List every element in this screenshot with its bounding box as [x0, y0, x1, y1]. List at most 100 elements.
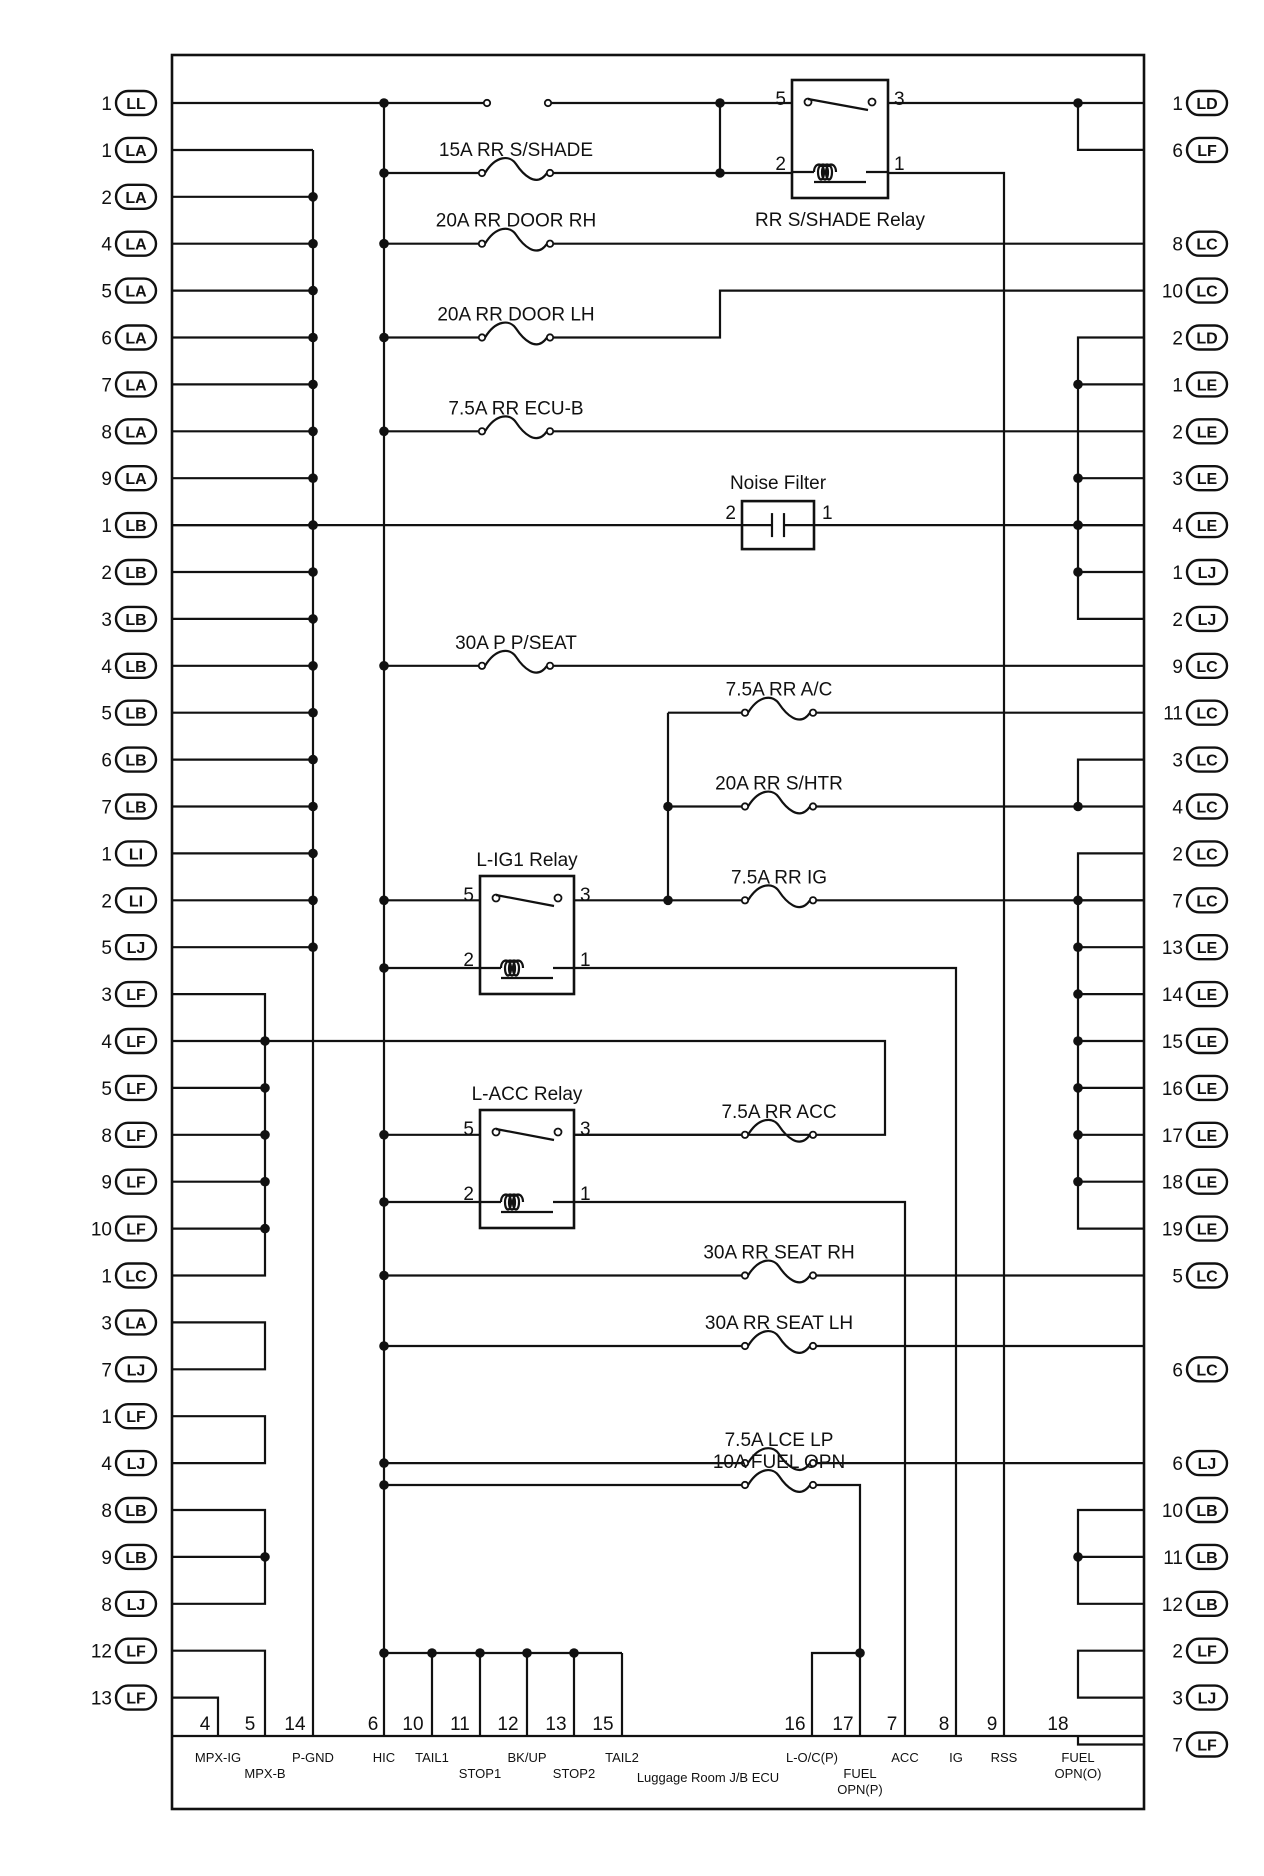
- connector-outline: [1185, 652, 1229, 679]
- junction-dot: [308, 238, 318, 249]
- connector-pin-number: 11: [1163, 704, 1183, 725]
- junction-dot: [308, 707, 318, 718]
- fuse-element: [484, 157, 548, 181]
- junction-dot: [308, 520, 318, 530]
- connector-code: LB: [125, 518, 146, 535]
- connector-pin-number: 18: [1162, 1173, 1183, 1194]
- connector-pin-number: 4: [1172, 516, 1183, 537]
- connector-pin-number: 8: [101, 1595, 112, 1616]
- connector-outline: [114, 652, 158, 679]
- fuse-label: 30A RR SEAT RH: [703, 1243, 854, 1264]
- connector-code: LL: [126, 96, 146, 113]
- connector-pin-number: 12: [91, 1642, 112, 1663]
- connector-outline: [1185, 1637, 1229, 1664]
- fuse-label: 7.5A RR ECU-B: [448, 398, 583, 419]
- connector-pin-number: 1: [1172, 94, 1183, 115]
- fuse-terminal: [545, 661, 555, 670]
- fuse: 20A RR DOOR LH: [437, 305, 595, 346]
- junction-dot: [379, 332, 389, 343]
- connector-code: LB: [125, 753, 146, 770]
- connector-outline: [114, 136, 158, 164]
- connector-outline: [114, 558, 158, 586]
- ecu-pin-label: BK/UP: [507, 1750, 546, 1765]
- junction-dot: [308, 614, 318, 624]
- connector-code: LJ: [1198, 565, 1217, 582]
- ecu-pin-label-part: FUEL: [1061, 1750, 1094, 1765]
- connector-pin-number: 6: [1172, 141, 1183, 162]
- connector-pin-number: 9: [101, 1548, 112, 1569]
- connector-code: LJ: [127, 1362, 146, 1379]
- ecu-pin-number: 5: [245, 1714, 256, 1735]
- connector-code: LE: [1197, 987, 1218, 1004]
- ecu-pin-label: MPX-IG: [195, 1750, 241, 1765]
- junction-dot: [569, 1648, 579, 1658]
- wire: [1076, 1736, 1144, 1746]
- connector-code: LC: [1196, 1362, 1218, 1379]
- connector-pin-number: 2: [1172, 1642, 1183, 1663]
- fuse: 7.5A RR IG: [731, 867, 827, 909]
- connector-code: LB: [1196, 1597, 1217, 1614]
- connector-outline: [114, 746, 158, 773]
- connector-outline: [114, 1496, 158, 1524]
- connector-code: LB: [125, 706, 146, 723]
- connector-code: LB: [125, 1550, 146, 1567]
- connector-outline: [1185, 1027, 1229, 1055]
- connector-pin-number: 8: [101, 1126, 112, 1147]
- fuse-label: 20A RR S/HTR: [715, 774, 843, 795]
- connector-code: LF: [126, 1175, 146, 1192]
- connector-pin-number: 5: [101, 938, 112, 959]
- connector-outline: [1185, 1356, 1229, 1383]
- connector-code: LB: [1196, 1503, 1217, 1520]
- connector-code: LE: [1197, 1128, 1218, 1145]
- fuse-element: [484, 649, 548, 674]
- junction-dot: [260, 1130, 270, 1140]
- connector-pin-number: 2: [1172, 422, 1183, 443]
- connector-code: LC: [1196, 846, 1218, 863]
- connector-outline: [114, 605, 158, 633]
- relay-coil: [812, 163, 838, 181]
- connector-pin-number: 6: [101, 329, 112, 350]
- connector-outline: [114, 980, 158, 1008]
- junction-dot: [1073, 942, 1083, 952]
- fuse: 7.5A RR ECU-B: [448, 398, 584, 440]
- ecu-pin-number: 10: [402, 1714, 423, 1735]
- connector-code: LJ: [127, 940, 146, 957]
- connector-outline: [114, 1449, 158, 1477]
- connector-code: LA: [125, 331, 147, 348]
- connector-pin-number: 1: [101, 844, 112, 865]
- fuse-terminal: [740, 1130, 750, 1139]
- relay-contact: [867, 97, 877, 107]
- relay-body: [478, 1108, 576, 1230]
- connector-pin-number: 14: [1162, 985, 1184, 1006]
- junction-dot: [260, 1223, 270, 1234]
- junction-dot: [379, 426, 389, 437]
- connector-outline: [1185, 934, 1229, 961]
- junction-dot: [1073, 379, 1083, 390]
- noise-filter-pin: 2: [725, 503, 736, 524]
- wire: [1076, 758, 1144, 807]
- left-connector: 5 LJ: [101, 934, 158, 961]
- junction-dot: [1073, 895, 1083, 906]
- fuse-terminal: [545, 427, 555, 436]
- connector-code: LA: [125, 237, 147, 254]
- junction-dot: [379, 963, 389, 973]
- relay-pin-number: 1: [580, 950, 591, 971]
- junction-dot: [427, 1648, 437, 1658]
- connector-outline: [114, 511, 158, 539]
- fuse-terminal: [808, 802, 818, 811]
- connector-pin-number: 7: [101, 1360, 112, 1381]
- relay-switch: [807, 97, 869, 112]
- connector-pin-number: 9: [1172, 657, 1183, 678]
